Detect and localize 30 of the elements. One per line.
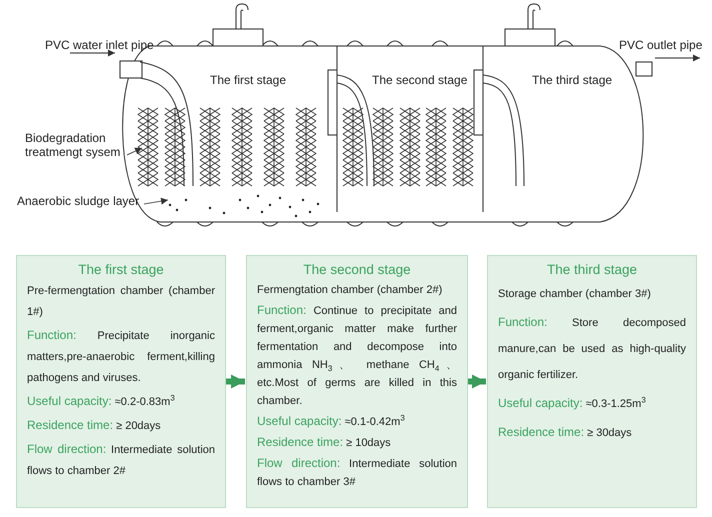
detail-text: Flow direction: Intermediate solution flows to chamber 2# [27, 441, 215, 479]
card-heading: The third stage [546, 262, 638, 277]
detail-text: Function: Precipitate inorganic matters,pre-anaerobic ferment,killing pathogens and viruses. [27, 327, 215, 386]
detail-text: Useful capacity: ≈0.1-0.42m$^{3}$ [257, 412, 406, 430]
pipe-label: PVC outlet pipe [619, 38, 702, 52]
stage-card [246, 255, 468, 508]
detail-text: Flow direction: Intermediate solution flows to chamber 3# [257, 455, 457, 490]
part-label: Biodegradation treatmengt sysem [25, 131, 125, 159]
stage-card [487, 255, 697, 508]
detail-text: Function: Store decomposed manure,can be used as high-quality organic fertilizer. [498, 314, 686, 383]
pipe-label: PVC water inlet pipe [45, 38, 154, 52]
chamber-description: Storage chamber (chamber 3#) [498, 287, 652, 302]
leader-line [144, 198, 168, 205]
leader-line [126, 148, 142, 156]
arrow [468, 374, 486, 388]
stage-label: The first stage [210, 73, 286, 87]
stage-label: The third stage [532, 73, 612, 87]
chamber-description: Fermengtation chamber (chamber 2#) [257, 283, 444, 298]
detail-text: Useful capacity: ≈0.2-0.83m$^{3}$ [27, 392, 176, 410]
card-heading: The second stage [303, 262, 411, 277]
detail-text: Residence time: ≥ 30days [498, 424, 633, 441]
detail-text: Useful capacity: ≈0.3-1.25m$^{3}$ [498, 394, 647, 412]
stage-label: The second stage [372, 73, 468, 87]
detail-text: Function: Continue to precipitate and ferment,organic matter make further fermentation and decompose into ammonia NH$_{3}$、 methane CH$_{4}$、 etc.Most of germs are killed in this chamber. [257, 302, 457, 409]
detail-text: Residence time: ≥ 10days [257, 434, 392, 451]
chamber-description: Pre-fermengtation chamber (chamber 1#) [27, 284, 215, 320]
detail-text: Residence time: ≥ 20days [27, 417, 162, 434]
stage-card [16, 255, 226, 508]
card-heading: The first stage [78, 262, 164, 277]
arrow [226, 374, 245, 388]
